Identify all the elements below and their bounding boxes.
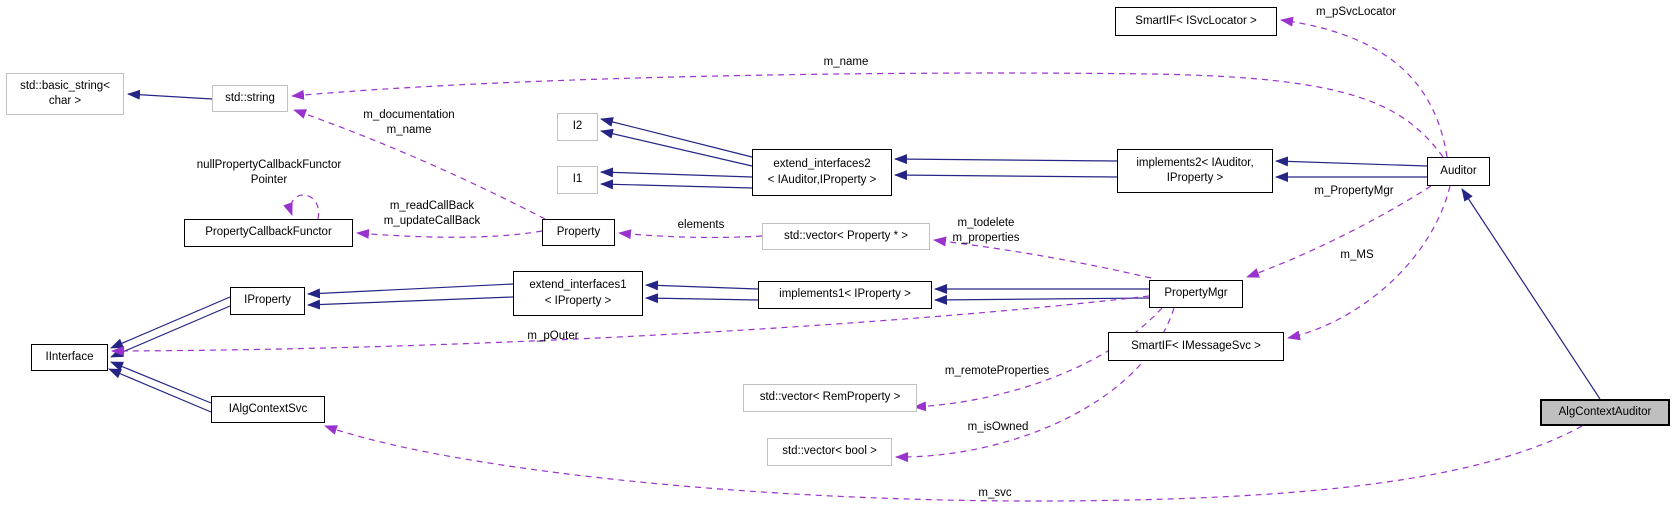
node-label: IAlgContextSvc	[228, 402, 308, 415]
node-label: Auditor	[1440, 164, 1477, 177]
node-i2: I2	[557, 113, 598, 141]
node-smartif-isvclocator[interactable]: SmartIF< ISvcLocator >	[1115, 7, 1277, 36]
node-label: SmartIF< ISvcLocator >	[1135, 14, 1257, 27]
edge-usage-auditor-string-mname	[291, 72, 1444, 158]
edge-label-nullpropertycallbackfunctor-pointer: nullPropertyCallbackFunctor Pointer	[196, 159, 342, 186]
edge-usage-pmgr-vectorproperty	[933, 236, 1152, 279]
node-implements2[interactable]: implements2< IAuditor, IProperty >	[1117, 149, 1273, 193]
edge-inherit-impl2-ei2-a	[894, 154, 1118, 165]
node-extend-interfaces2[interactable]: extend_interfaces2 < IAuditor,IProperty …	[752, 149, 892, 196]
edge-label-m-propertymgr: m_PropertyMgr	[1314, 185, 1394, 197]
node-label: std::string	[225, 91, 275, 104]
node-propertycallbackfunctor[interactable]: PropertyCallbackFunctor	[184, 219, 353, 247]
edge-label-m-readcallback-m-updatecallback: m_readCallBack m_updateCallBack	[383, 200, 481, 227]
edge-usage-pmgr-remproperty	[913, 307, 1163, 412]
edge-usage-property-string	[293, 109, 546, 220]
node-label: < IProperty >	[544, 294, 612, 307]
node-label: IProperty	[244, 294, 291, 307]
edge-usage-vector-property	[618, 229, 763, 240]
edge-usage-property-pcf	[356, 228, 543, 239]
node-label: AlgContextAuditor	[1558, 405, 1652, 418]
node-label: Property	[556, 225, 601, 238]
node-std-string: std::string	[212, 85, 288, 112]
edge-label-m-svc: m_svc	[978, 487, 1012, 499]
node-std-basic-string: std::basic_string< char >	[6, 73, 124, 115]
node-implements1[interactable]: implements1< IProperty >	[758, 281, 932, 309]
edge-inherit-ei2-i1-b	[600, 179, 753, 190]
node-label: implements2< IAuditor,	[1136, 156, 1254, 169]
node-label: I1	[572, 173, 583, 186]
node-label: implements1< IProperty >	[779, 288, 911, 301]
edge-inherit-ei2-i2-b	[600, 128, 753, 167]
edge-inherit-impl1-ei1-b	[645, 293, 759, 304]
edge-label-elements: elements	[677, 219, 725, 231]
edge-inherit-iproperty-iinterface-a	[110, 296, 231, 349]
edge-label-m-remoteproperties: m_remoteProperties	[944, 365, 1050, 377]
edge-label-m-documentation-m-name: m_documentation m_name	[363, 109, 455, 136]
edge-label-m-name: m_name	[823, 56, 869, 68]
node-label: I2	[572, 120, 583, 133]
edge-inherit-ialgctx-iinterface-a	[110, 361, 212, 404]
node-label: std::vector< RemProperty >	[759, 391, 901, 404]
node-label: char >	[48, 95, 82, 107]
node-i1: I1	[557, 166, 598, 194]
node-label: IInterface	[45, 350, 94, 363]
edge-usage-auditor-svclocator	[1280, 16, 1448, 158]
edge-usage-auditor-pmgr	[1246, 185, 1432, 278]
edge-inherit-algctxauditor-auditor	[1461, 188, 1601, 400]
node-vector-property-ptr: std::vector< Property * >	[762, 223, 930, 250]
node-extend-interfaces1[interactable]: extend_interfaces1 < IProperty >	[513, 271, 643, 316]
node-auditor[interactable]: Auditor	[1427, 157, 1490, 186]
edge-inherit-auditor-impl2-a	[1275, 156, 1428, 167]
edge-label-m-ms: m_MS	[1340, 249, 1374, 261]
node-iinterface[interactable]: IInterface	[31, 344, 108, 371]
edge-usage-algctxauditor-ialgctxsvc	[324, 425, 1583, 502]
node-property[interactable]: Property	[542, 219, 615, 246]
edge-inherit-ei2-i1-a	[600, 167, 753, 178]
node-vector-bool: std::vector< bool >	[767, 438, 892, 466]
edge-label-m-todelete-m-properties: m_todelete m_properties	[952, 217, 1020, 244]
node-label: std::vector< bool >	[782, 445, 877, 458]
edge-usage-pmgr-vectorbool	[895, 307, 1175, 463]
edge-label-m-isowned: m_isOwned	[967, 421, 1029, 433]
node-label: IProperty >	[1166, 172, 1224, 184]
node-iproperty[interactable]: IProperty	[230, 287, 305, 315]
node-label: std::basic_string<	[20, 79, 110, 92]
node-label: < IAuditor,IProperty >	[767, 173, 877, 186]
node-label: std::vector< Property * >	[783, 229, 908, 242]
edge-inherit-string-basicstring	[127, 89, 213, 100]
edge-inherit-iproperty-iinterface-b	[110, 305, 231, 358]
edge-usage-pmgr-iinterface	[111, 295, 1150, 356]
edge-inherit-impl2-ei2-b	[894, 170, 1118, 181]
node-label: extend_interfaces2	[773, 158, 871, 171]
node-algcontextauditor: AlgContextAuditor	[1540, 399, 1670, 426]
node-label: extend_interfaces1	[529, 279, 627, 292]
node-label: PropertyMgr	[1164, 287, 1228, 300]
node-propertymgr[interactable]: PropertyMgr	[1149, 280, 1243, 308]
edge-label-m-psvclocator: m_pSvcLocator	[1316, 6, 1396, 18]
node-label: SmartIF< IMessageSvc >	[1131, 339, 1261, 352]
edge-usage-pcf-selfloop	[283, 194, 320, 220]
node-vector-remproperty: std::vector< RemProperty >	[743, 384, 917, 412]
edge-inherit-ei1-iproperty-a	[307, 283, 514, 299]
edge-inherit-impl1-ei1-a	[645, 280, 759, 291]
edge-label-m-pouter: m_pOuter	[527, 330, 579, 342]
node-ialgcontextsvc[interactable]: IAlgContextSvc	[211, 396, 325, 423]
node-smartif-imessagesvc[interactable]: SmartIF< IMessageSvc >	[1108, 332, 1284, 361]
node-label: PropertyCallbackFunctor	[205, 226, 332, 239]
edge-inherit-pmgr-impl1-b	[934, 294, 1150, 305]
edge-inherit-ei2-i2-a	[600, 117, 753, 158]
edge-inherit-ialgctx-iinterface-b	[108, 368, 212, 413]
edge-inherit-ei1-iproperty-b	[307, 296, 514, 310]
